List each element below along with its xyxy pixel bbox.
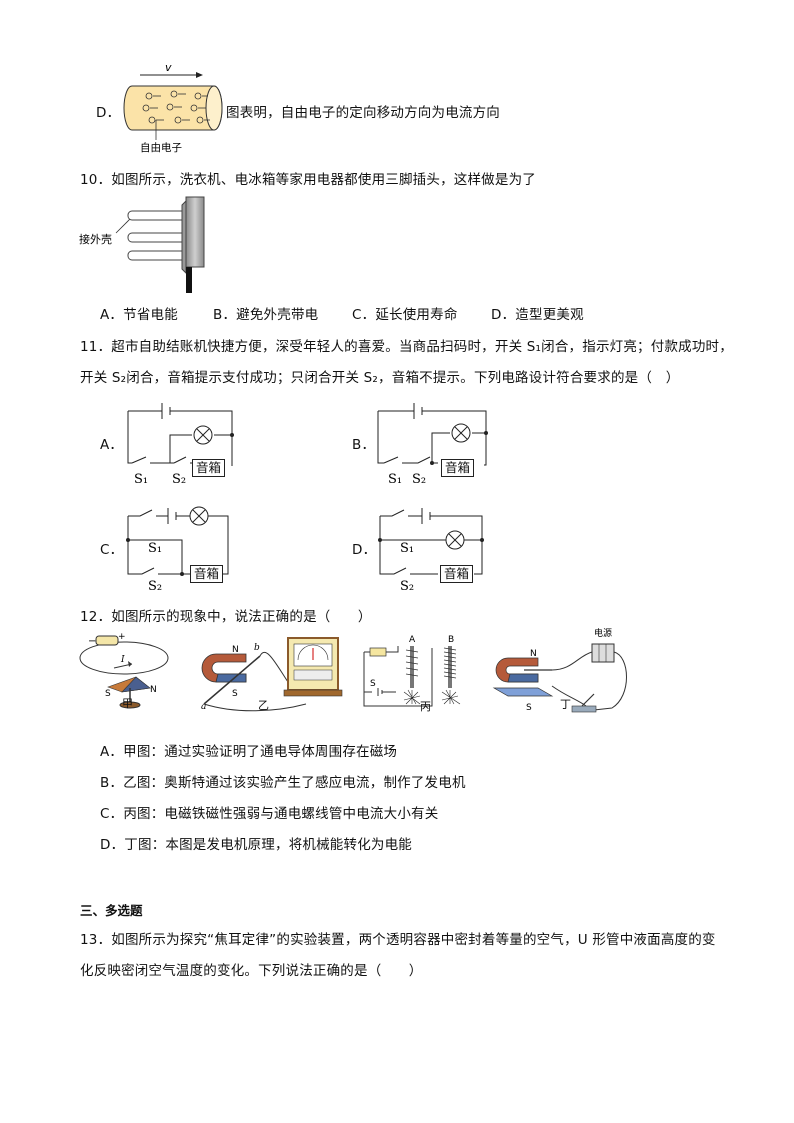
- s1-label: S₁: [134, 472, 148, 487]
- svg-text:N: N: [530, 649, 537, 659]
- svg-text:电源: 电源: [594, 627, 612, 639]
- s2-label: S₂: [412, 472, 426, 487]
- s1-label: S₁: [388, 472, 402, 487]
- figure-yi-induction: N S a b: [201, 637, 343, 712]
- section-title: 三、多选题: [80, 903, 143, 918]
- svg-text:N: N: [232, 645, 239, 655]
- q9-electron-figure: v 自由电子: [123, 61, 223, 154]
- s2-label: S₂: [400, 579, 414, 594]
- q9-option-d-text: 图表明，自由电子的定向移动方向为电流方向: [226, 105, 500, 121]
- svg-text:B: B: [448, 635, 454, 645]
- svg-text:S: S: [370, 679, 376, 689]
- svg-text:S: S: [232, 689, 238, 699]
- figure-yi-label: 乙: [258, 699, 269, 712]
- circuit-b: S₁ S₂: [377, 403, 488, 487]
- q12-option-a[interactable]: A．甲图：通过实验证明了通电导体周围存在磁场: [100, 744, 398, 760]
- q11-option-a-label[interactable]: A．: [100, 437, 124, 453]
- svg-text:S: S: [105, 689, 111, 699]
- q10-option-a[interactable]: A．节省电能: [100, 307, 178, 323]
- svg-text:S: S: [526, 703, 532, 713]
- q11-stem-line2: 开关 S₂闭合，音箱提示支付成功；只闭合开关 S₂，音箱不提示。下列电路设计符合…: [80, 370, 680, 386]
- q10-option-c[interactable]: C．延长使用寿命: [352, 307, 458, 323]
- q12-option-b[interactable]: B．乙图：奥斯特通过该实验产生了感应电流，制作了发电机: [100, 775, 466, 791]
- circuit-a-wire: [231, 436, 233, 466]
- speaker-box: 音箱: [192, 459, 226, 477]
- svg-text:b: b: [254, 643, 260, 653]
- svg-text:N: N: [150, 685, 157, 695]
- q13-stem-line2: 化反映密闭空气温度的变化。下列说法正确的是（ ）: [80, 963, 423, 979]
- q12-option-d[interactable]: D．丁图：本图是发电机原理，将机械能转化为电能: [100, 837, 412, 853]
- free-electron-caption: 自由电子: [140, 141, 182, 154]
- svg-text:I: I: [120, 655, 125, 665]
- s1-label: S₁: [400, 541, 414, 556]
- velocity-label: v: [165, 61, 172, 74]
- speaker-box: 音箱: [440, 565, 474, 583]
- s1-label: S₁: [148, 541, 162, 556]
- q10-option-d[interactable]: D．造型更美观: [491, 307, 584, 323]
- s2-label: S₂: [172, 472, 186, 487]
- svg-text:A: A: [409, 635, 416, 645]
- speaker-box: 音箱: [190, 565, 224, 583]
- q12-stem: 12．如图所示的现象中，说法正确的是（ ）: [80, 609, 372, 625]
- circuit-c: S₁ S₂: [126, 506, 229, 594]
- s2-label: S₂: [148, 579, 162, 594]
- circuit-d: S₁ S₂: [378, 508, 484, 594]
- q13-stem-line1: 13．如图所示为探究“焦耳定律”的实验装置，两个透明容器中密封着等量的空气，U …: [80, 932, 716, 948]
- plug-label: 接外壳: [79, 232, 112, 246]
- q12-option-c[interactable]: C．丙图：电磁铁磁性强弱与通电螺线管中电流大小有关: [100, 806, 439, 822]
- figure-ding-motor: 电源 N S: [492, 627, 627, 713]
- q9-option-d-label: D．: [96, 105, 121, 121]
- svg-text:+: +: [118, 632, 126, 642]
- figure-bing-label: 丙: [420, 700, 431, 713]
- q10-option-b[interactable]: B．避免外壳带电: [213, 307, 319, 323]
- q11-option-b-label[interactable]: B．: [352, 437, 376, 453]
- figure-bing-electromagnets: A B S: [363, 635, 461, 707]
- q10-stem: 10．如图所示，洗衣机、电冰箱等家用电器都使用三脚插头，这样做是为了: [80, 172, 536, 188]
- svg-text:−: −: [88, 636, 96, 647]
- figure-jia-label: 甲: [122, 697, 133, 710]
- svg-text:a: a: [201, 702, 206, 712]
- q11-option-d-label[interactable]: D．: [352, 542, 377, 558]
- q11-option-c-label[interactable]: C．: [100, 542, 124, 558]
- figure-jia-oersted: − + I S N: [79, 632, 169, 709]
- three-prong-plug-figure: 接外壳: [79, 196, 205, 293]
- speaker-box: 音箱: [441, 459, 475, 477]
- figure-ding-label: 丁: [560, 698, 571, 711]
- q11-stem-line1: 11．超市自助结账机快捷方便，深受年轻人的喜爱。当商品扫码时，开关 S₁闭合，指…: [80, 339, 733, 355]
